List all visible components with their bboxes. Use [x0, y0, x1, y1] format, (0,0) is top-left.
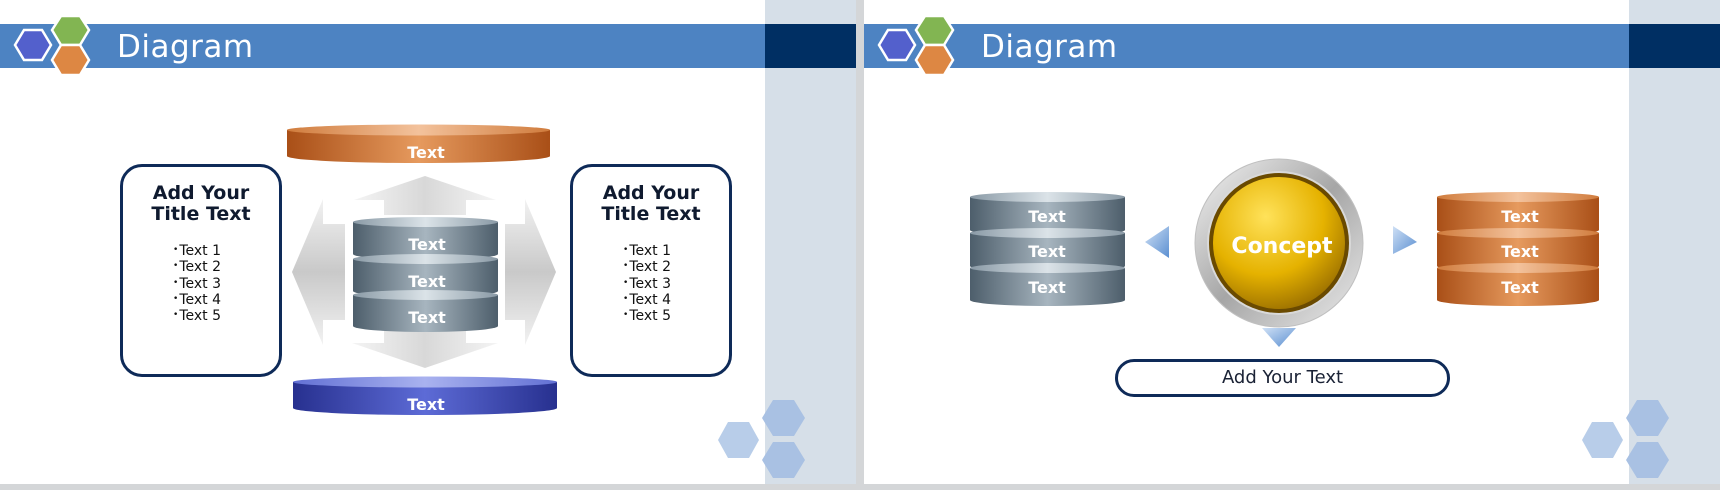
right-stack-label-1: Text	[1501, 207, 1539, 226]
concept-circle: Concept	[1194, 158, 1364, 328]
center-stack-label-1: Text	[408, 235, 446, 254]
top-disc: Text	[287, 124, 550, 164]
slide-2: Diagram Text Text Text	[864, 0, 1720, 484]
right-box-list: Text 1 Text 2 Text 3 Text 4 Text 5	[623, 243, 671, 324]
right-text-box: Add Your Title Text Text 1 Text 2 Text 3…	[570, 164, 732, 377]
list-item: Text 3	[623, 275, 671, 292]
title-bar	[864, 24, 1629, 68]
list-item: Text 4	[173, 292, 221, 308]
center-stack-disc-3: Text	[353, 290, 498, 332]
caption-pill: Add Your Text	[1115, 359, 1450, 397]
hexagon-decoration-icon	[718, 400, 805, 478]
list-item: Text 5	[623, 308, 671, 324]
list-item: Text 3	[173, 275, 221, 292]
hexagon-decoration-icon	[1582, 400, 1669, 478]
arrow-down-icon	[352, 330, 498, 368]
title-bar-accent	[1629, 24, 1720, 68]
title-bar-accent	[765, 24, 856, 68]
left-stack-label-3: Text	[1028, 278, 1066, 297]
left-stack-disc-1: Text	[970, 192, 1125, 236]
right-stack-label-3: Text	[1501, 278, 1539, 297]
central-diagram: Text Text Text Text Text	[287, 124, 557, 415]
arrow-right-icon	[1393, 226, 1417, 254]
arrow-down-icon	[1262, 328, 1296, 347]
concept-label: Concept	[1231, 234, 1333, 259]
center-stack-label-2: Text	[408, 272, 446, 291]
right-stack-disc-1: Text	[1437, 192, 1599, 236]
list-item: Text 1	[173, 243, 221, 259]
list-item: Text 2	[623, 259, 671, 275]
arrow-up-icon	[354, 176, 496, 215]
center-stack-disc-1: Text	[353, 217, 498, 260]
left-box-title: Add Your Title Text	[151, 182, 251, 225]
slide-1: Diagram Text Text Text	[0, 0, 856, 484]
list-item: Text 1	[623, 243, 671, 259]
arrow-left-icon	[292, 199, 345, 345]
left-box-list: Text 1 Text 2 Text 3 Text 4 Text 5	[173, 243, 221, 324]
left-stack-label-2: Text	[1028, 242, 1066, 261]
left-stack-label-1: Text	[1028, 207, 1066, 226]
list-item: Text 4	[623, 292, 671, 308]
right-stack-label-2: Text	[1501, 242, 1539, 261]
hexagon-logo-icon	[877, 14, 955, 77]
right-stack: Text Text Text	[1437, 192, 1599, 306]
right-box-title: Add Your Title Text	[601, 182, 701, 225]
list-item: Text 5	[173, 308, 221, 324]
page-title: Diagram	[981, 29, 1118, 65]
page-title: Diagram	[117, 29, 254, 65]
bottom-disc: Text	[293, 376, 557, 415]
left-stack-disc-3: Text	[970, 263, 1125, 306]
left-stack: Text Text Text	[970, 192, 1125, 306]
arrow-left-icon	[1145, 226, 1169, 258]
arrow-right-icon	[505, 199, 556, 345]
title-bar	[0, 24, 765, 68]
top-disc-label: Text	[407, 143, 445, 162]
center-stack-disc-2: Text	[353, 254, 498, 297]
left-text-box: Add Your Title Text Text 1 Text 2 Text 3…	[120, 164, 282, 377]
right-stack-disc-3: Text	[1437, 263, 1599, 306]
bottom-disc-label: Text	[407, 395, 445, 414]
center-stack-label-3: Text	[408, 308, 446, 327]
list-item: Text 2	[173, 259, 221, 275]
right-stack-disc-2: Text	[1437, 228, 1599, 272]
center-stack: Text Text Text	[353, 217, 498, 332]
hexagon-logo-icon	[13, 14, 91, 77]
left-stack-disc-2: Text	[970, 228, 1125, 272]
concept-diagram: Text Text Text Text Text	[970, 158, 1599, 347]
